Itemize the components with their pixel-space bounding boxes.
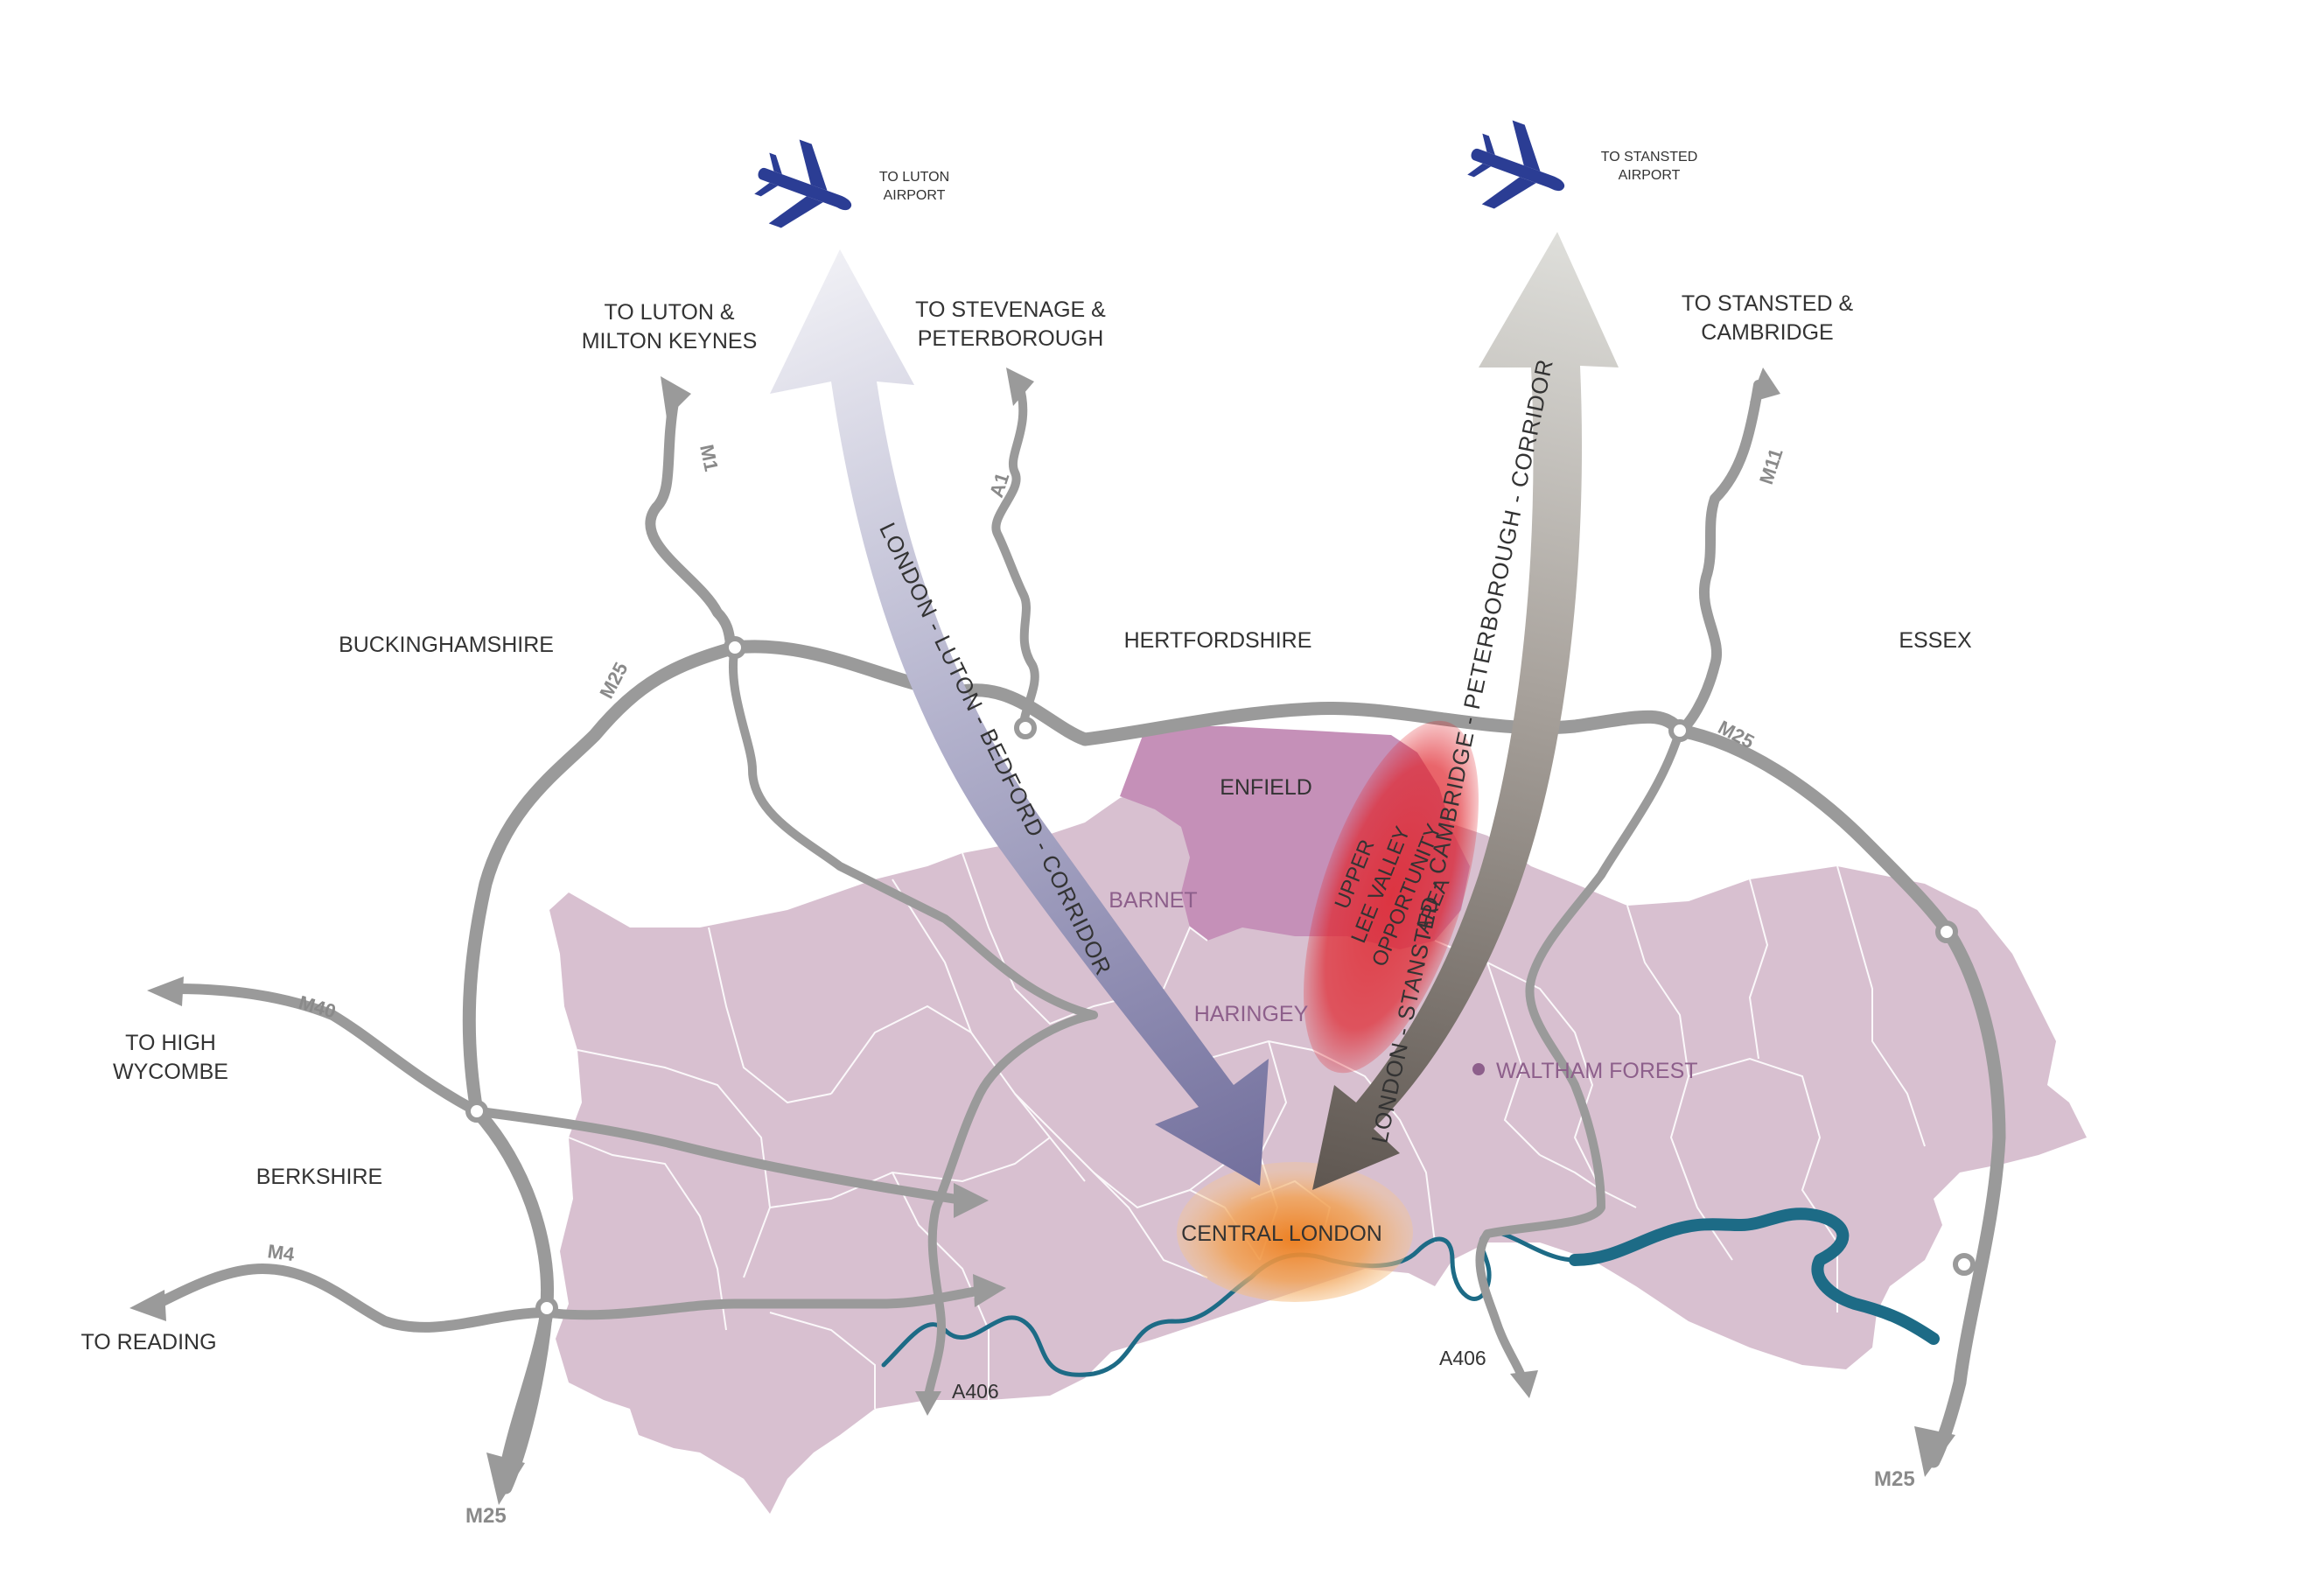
junction-m1-m25	[724, 636, 746, 659]
junction-m25-east	[1935, 920, 1958, 943]
luton-airport-plane-icon	[754, 139, 852, 228]
m4-inner-arrowhead	[973, 1274, 1006, 1307]
junction-m4-m25	[535, 1297, 558, 1320]
road-label-m40: M40	[297, 991, 339, 1023]
m25-road	[462, 640, 2006, 1494]
m40-arrowhead	[147, 976, 184, 1006]
luton-bedford-corridor-arrow	[770, 249, 1269, 1186]
borough-barnet: BARNET	[1109, 888, 1197, 913]
m11-arrowhead	[1750, 368, 1780, 402]
stansted-airport-plane-icon	[1467, 120, 1565, 209]
road-network	[129, 368, 2006, 1505]
a1-arrowhead	[1006, 368, 1034, 406]
road-label-m11: M11	[1755, 445, 1787, 486]
dest-stansted-line1: TO STANSTED &	[1682, 291, 1854, 316]
greater-london-area	[549, 788, 2087, 1514]
junction-m11-m25	[1668, 719, 1691, 742]
road-label-a406-west: A406	[952, 1380, 999, 1403]
stansted-cambridge-corridor-arrow	[1312, 232, 1619, 1190]
road-label-m4: M4	[266, 1240, 297, 1265]
borough-haringey: HARINGEY	[1194, 1002, 1309, 1026]
junction-m25-southeast	[1953, 1253, 1976, 1276]
m1-south-road	[728, 643, 1098, 1019]
region-berkshire: BERKSHIRE	[256, 1165, 382, 1189]
a406-east-road	[1475, 1229, 1527, 1382]
river-thames-estuary	[1569, 1208, 1940, 1345]
m40-road	[170, 984, 482, 1116]
dest-reading: TO READING	[80, 1330, 216, 1354]
dest-stevenage-line1: TO STEVENAGE &	[915, 298, 1106, 322]
stansted-airport-label-line1: TO STANSTED	[1601, 150, 1698, 164]
road-label-m1: M1	[696, 443, 723, 473]
a406-west-arrowhead	[915, 1391, 941, 1416]
m1-road	[645, 397, 740, 653]
m4-inner-road	[542, 1285, 985, 1320]
m4-arrowhead	[129, 1290, 166, 1321]
m11-road	[1675, 380, 1764, 736]
dest-luton-mk-line1: TO LUTON &	[604, 300, 734, 325]
luton-airport-label-line1: TO LUTON	[879, 170, 949, 185]
m11-south-road	[1483, 726, 1684, 1238]
junction-a1-m25	[1014, 717, 1037, 739]
region-hertfordshire: HERTFORDSHIRE	[1124, 628, 1312, 653]
central-london-label: CENTRAL LONDON	[1181, 1222, 1382, 1246]
dest-high-wycombe-line1: TO HIGH	[125, 1031, 216, 1055]
central-london-area	[1177, 1162, 1413, 1302]
luton-airport-label-line2: AIRPORT	[884, 188, 946, 203]
m4-road	[152, 1264, 552, 1333]
m1-arrowhead	[661, 376, 691, 418]
dest-high-wycombe-line2: WYCOMBE	[113, 1060, 228, 1084]
m25-se-arrowhead	[1914, 1426, 1955, 1477]
stansted-airport-label-line2: AIRPORT	[1619, 168, 1681, 183]
borough-enfield: ENFIELD	[1220, 775, 1312, 800]
m40-inner-arrowhead	[954, 1183, 989, 1218]
upper-lee-valley-opportunity-area	[1303, 720, 1479, 1074]
waltham-forest-dot	[1472, 1063, 1485, 1075]
a1-south-road	[923, 1011, 1098, 1404]
region-essex: ESSEX	[1899, 628, 1972, 653]
dest-stevenage-line2: PETERBOROUGH	[918, 326, 1104, 351]
m40-inner-road	[472, 1106, 959, 1204]
a1-road	[991, 381, 1039, 731]
road-label-m25-sw: M25	[465, 1504, 507, 1528]
m25-road-sw-end	[499, 1306, 554, 1477]
m25-sw-arrowhead	[486, 1452, 525, 1505]
borough-waltham-forest: WALTHAM FOREST	[1496, 1059, 1698, 1083]
road-label-a406-east: A406	[1439, 1347, 1486, 1369]
road-label-m25-se: M25	[1874, 1467, 1915, 1491]
a406-east-arrowhead	[1510, 1370, 1538, 1398]
dest-luton-mk-line2: MILTON KEYNES	[582, 329, 758, 354]
region-buckinghamshire: BUCKINGHAMSHIRE	[339, 633, 554, 657]
junction-m40-m25	[465, 1100, 488, 1123]
dest-stansted-line2: CAMBRIDGE	[1701, 320, 1833, 345]
